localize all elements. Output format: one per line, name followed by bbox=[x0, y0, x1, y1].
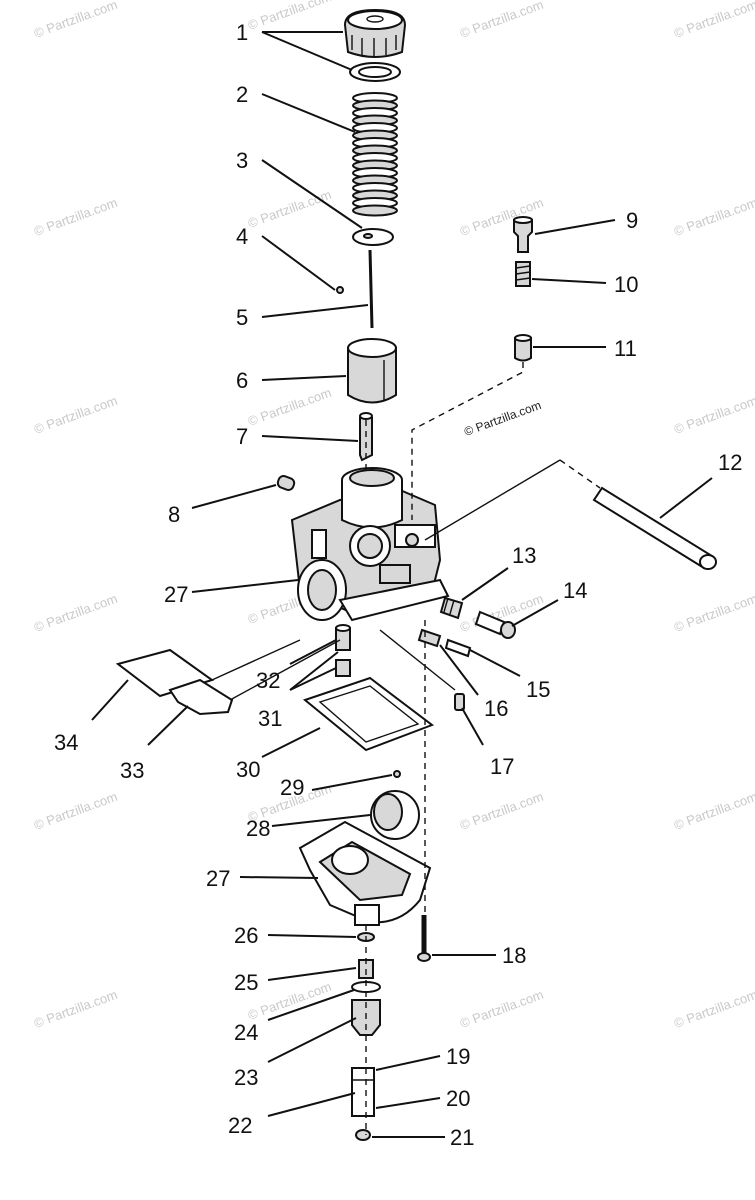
callout-27-top: 27 bbox=[164, 582, 188, 607]
part-1-cap bbox=[343, 8, 407, 82]
part-13-spring bbox=[439, 596, 464, 620]
part-17-pin bbox=[454, 693, 465, 711]
part-4-clip bbox=[336, 286, 344, 294]
callout-7: 7 bbox=[236, 424, 248, 449]
callout-23: 23 bbox=[234, 1065, 258, 1090]
callout-6: 6 bbox=[236, 368, 248, 393]
part-33-bracket bbox=[168, 678, 234, 716]
part-10-spring bbox=[515, 261, 531, 287]
part-12-tube bbox=[592, 486, 717, 570]
watermark-text: © Partzilla.com bbox=[32, 195, 119, 239]
watermark-text: © Partzilla.com bbox=[672, 393, 755, 437]
watermark-text: © Partzilla.com bbox=[32, 393, 119, 437]
callout-labels: 1 2 3 4 5 6 7 8 9 10 11 12 13 14 15 16 1… bbox=[54, 20, 742, 1150]
callout-24: 24 bbox=[234, 1020, 258, 1045]
callout-12: 12 bbox=[718, 450, 742, 475]
callout-27-bottom: 27 bbox=[206, 866, 230, 891]
part-27-float-bowl bbox=[298, 820, 432, 926]
watermark-text: © Partzilla.com bbox=[672, 789, 755, 833]
watermark-text: © Partzilla.com bbox=[246, 0, 333, 33]
watermark-text: © Partzilla.com bbox=[458, 987, 545, 1031]
callout-15: 15 bbox=[526, 677, 550, 702]
part-16-spring bbox=[417, 628, 442, 648]
part-9-fitting bbox=[513, 216, 533, 253]
part-30-gasket bbox=[302, 676, 435, 752]
callout-33: 33 bbox=[120, 758, 144, 783]
callout-14: 14 bbox=[563, 578, 587, 603]
part-11-screw bbox=[514, 334, 532, 362]
watermark-text: © Partzilla.com bbox=[246, 385, 333, 429]
part-7-needle-jet bbox=[359, 412, 373, 462]
callout-2: 2 bbox=[236, 82, 248, 107]
callout-9: 9 bbox=[626, 208, 638, 233]
callout-17: 17 bbox=[490, 754, 514, 779]
part-6-slide bbox=[347, 338, 397, 404]
watermark-text: © Partzilla.com bbox=[672, 591, 755, 635]
callout-31: 31 bbox=[258, 706, 282, 731]
watermark-text: © Partzilla.com bbox=[458, 789, 545, 833]
part-19-tube bbox=[351, 1067, 375, 1117]
part-8-plug bbox=[276, 475, 296, 491]
callout-5: 5 bbox=[236, 305, 248, 330]
callout-28: 28 bbox=[246, 816, 270, 841]
callout-1: 1 bbox=[236, 20, 248, 45]
callout-21: 21 bbox=[450, 1125, 474, 1150]
callout-34: 34 bbox=[54, 730, 78, 755]
callout-25: 25 bbox=[234, 970, 258, 995]
part-28-float bbox=[370, 790, 420, 840]
callout-4: 4 bbox=[236, 224, 248, 249]
callout-3: 3 bbox=[236, 148, 248, 173]
callout-22: 22 bbox=[228, 1113, 252, 1138]
part-18-screw bbox=[417, 915, 431, 962]
watermark-text: © Partzilla.com bbox=[246, 187, 333, 231]
callout-8: 8 bbox=[168, 502, 180, 527]
part-14-screw bbox=[474, 610, 516, 639]
part-3-retainer bbox=[352, 228, 394, 246]
watermark-text: © Partzilla.com bbox=[672, 987, 755, 1031]
part-5-needle bbox=[368, 249, 374, 329]
watermark-text: © Partzilla.com bbox=[672, 195, 755, 239]
carburetor-body bbox=[290, 467, 450, 622]
callout-13: 13 bbox=[512, 543, 536, 568]
part-21-nut bbox=[355, 1129, 371, 1141]
part-29-ball bbox=[393, 770, 401, 778]
watermark-text: © Partzilla.com bbox=[32, 591, 119, 635]
watermark-text: © Partzilla.com bbox=[32, 789, 119, 833]
leader-lines bbox=[91, 31, 713, 1138]
watermark-text: © Partzilla.com bbox=[458, 0, 545, 41]
part-31-jet bbox=[335, 659, 351, 677]
callout-16: 16 bbox=[484, 696, 508, 721]
callout-19: 19 bbox=[446, 1044, 470, 1069]
callout-30: 30 bbox=[236, 757, 260, 782]
callout-11: 11 bbox=[614, 336, 637, 361]
watermark-text: © Partzilla.com bbox=[32, 987, 119, 1031]
callout-29: 29 bbox=[280, 775, 304, 800]
assembly-guide-lines bbox=[211, 362, 601, 1135]
part-2-spring bbox=[352, 92, 398, 217]
spring-coil bbox=[352, 204, 398, 217]
callout-20: 20 bbox=[446, 1086, 470, 1111]
part-32-jet bbox=[335, 624, 351, 651]
watermark-text-dark: © Partzilla.com bbox=[462, 398, 543, 439]
watermark-text: © Partzilla.com bbox=[672, 0, 755, 41]
callout-18: 18 bbox=[502, 943, 526, 968]
callout-32: 32 bbox=[256, 668, 280, 693]
parts-artwork bbox=[115, 8, 717, 1141]
callout-10: 10 bbox=[614, 272, 638, 297]
callout-26: 26 bbox=[234, 923, 258, 948]
part-15-pilot-screw bbox=[444, 638, 472, 658]
watermark-text: © Partzilla.com bbox=[32, 0, 119, 41]
